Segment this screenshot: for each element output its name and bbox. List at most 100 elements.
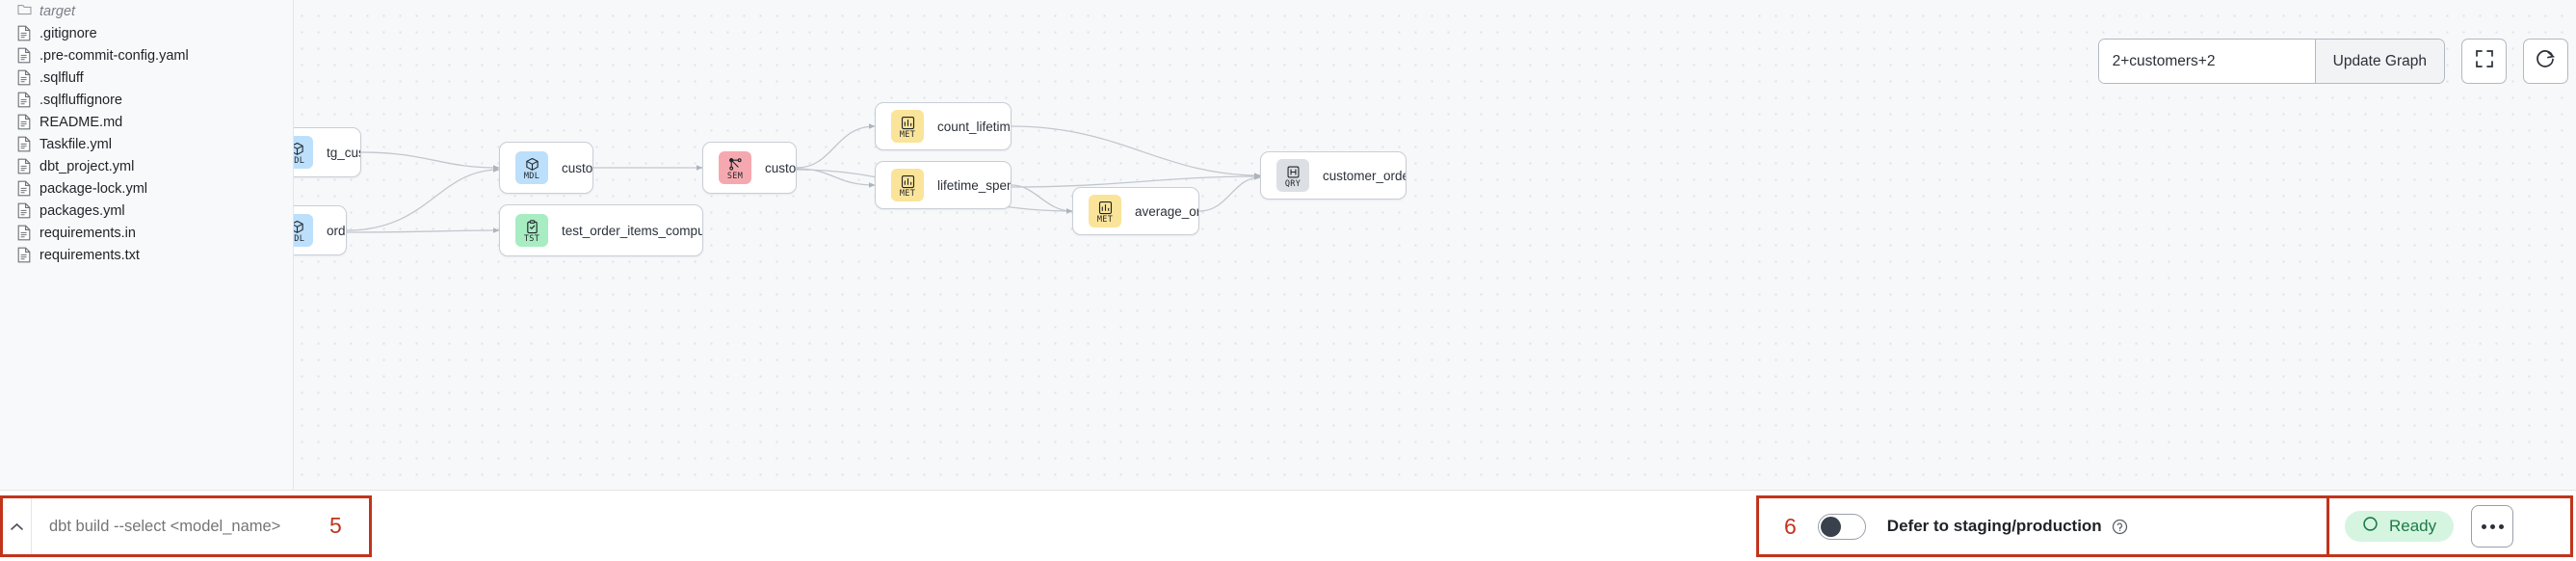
file-icon <box>17 25 31 41</box>
file-label: .sqlfluff <box>39 69 84 86</box>
file-label: .gitignore <box>39 25 97 41</box>
graph-node[interactable]: MDL tg_customers <box>294 127 361 177</box>
status-bar: 5 6 Defer to staging/production 7 <box>0 490 2576 561</box>
file-list: target .gitignore .pre-commit-config.yaml.… <box>0 0 293 266</box>
chart-icon: MET <box>891 110 924 143</box>
file-row[interactable]: target <box>0 0 293 22</box>
graph-selector-group: Update Graph <box>2097 39 2445 84</box>
file-label: package-lock.yml <box>39 180 148 197</box>
cube-icon: MDL <box>515 151 548 184</box>
graph-node-label: lifetime_spend_pretax <box>937 177 1011 193</box>
defer-label: Defer to staging/production <box>1887 517 2129 536</box>
graph-node-label: average_order_value <box>1135 203 1198 219</box>
update-graph-button[interactable]: Update Graph <box>2314 40 2444 83</box>
ready-status-group: Ready <box>2326 495 2573 557</box>
help-circle-icon[interactable] <box>2112 519 2128 535</box>
file-label: target <box>39 3 76 19</box>
file-icon <box>17 69 31 86</box>
defer-toggle-knob <box>1820 516 1841 537</box>
annotation-marker-5: 5 <box>329 513 342 538</box>
clipboard-icon: TST <box>515 214 548 247</box>
file-icon <box>17 247 31 263</box>
graph-node[interactable]: MET count_lifetime_orders <box>875 102 1012 150</box>
file-label: packages.yml <box>39 202 125 219</box>
fullscreen-button[interactable] <box>2461 39 2507 84</box>
graph-select-input[interactable] <box>2098 40 2315 83</box>
file-row[interactable]: .sqlfluff <box>0 67 293 89</box>
file-label: Taskfile.yml <box>39 136 112 152</box>
graph-node-label: customer_order_metrics <box>1323 168 1406 183</box>
ellipsis-icon <box>2481 523 2504 529</box>
node-type-label: MDL <box>294 155 305 166</box>
dbt-command-input[interactable] <box>32 498 369 554</box>
file-icon <box>17 136 31 152</box>
fullscreen-icon <box>2474 48 2495 74</box>
circle-icon <box>2362 516 2379 537</box>
file-row[interactable]: Taskfile.yml <box>0 133 293 155</box>
more-options-button[interactable] <box>2471 505 2514 548</box>
refresh-icon <box>2535 48 2557 75</box>
graph-toolbar: Update Graph <box>2097 39 2568 84</box>
file-row[interactable]: .gitignore <box>0 22 293 44</box>
node-type-label: MET <box>1096 214 1114 225</box>
defer-toggle[interactable] <box>1817 513 1866 540</box>
node-type-label: QRY <box>1284 178 1301 189</box>
node-type-label: MDL <box>523 171 540 181</box>
graph-node[interactable]: SEM customers <box>702 142 797 194</box>
graph-node[interactable]: MET average_order_value <box>1072 187 1199 235</box>
file-row[interactable]: .sqlfluffignore <box>0 89 293 111</box>
dbt-command-area[interactable] <box>0 495 372 557</box>
node-type-label: SEM <box>726 171 744 181</box>
file-row[interactable]: package-lock.yml <box>0 177 293 200</box>
defer-label-text: Defer to staging/production <box>1886 517 2102 535</box>
graph-node-label: customers <box>765 160 796 175</box>
chevron-up-icon[interactable] <box>3 498 32 554</box>
file-row[interactable]: README.md <box>0 111 293 133</box>
file-row[interactable]: .pre-commit-config.yaml <box>0 44 293 67</box>
file-label: requirements.txt <box>39 247 140 263</box>
file-label: .sqlfluffignore <box>39 92 122 108</box>
graph-node-label: customers <box>562 160 592 175</box>
node-type-label: MET <box>899 188 916 199</box>
chart-icon: MET <box>1089 195 1121 227</box>
file-icon <box>17 180 31 197</box>
status-badge[interactable]: Ready <box>2345 511 2455 542</box>
refresh-button[interactable] <box>2523 39 2568 84</box>
graph-node[interactable]: MDL customers <box>499 142 593 194</box>
graph-node[interactable]: TST test_order_items_compute_to_bools… <box>499 204 703 256</box>
graph-node-label: count_lifetime_orders <box>937 119 1011 134</box>
node-type-label: TST <box>523 233 540 244</box>
graph-node[interactable]: QRY customer_order_metrics <box>1260 151 1406 200</box>
folder-icon <box>17 3 32 19</box>
file-explorer-panel: target .gitignore .pre-commit-config.yaml.… <box>0 0 294 490</box>
lineage-graph-panel[interactable]: MDLtg_customersMDLordersMDLcustomersTSTt… <box>294 0 2576 490</box>
file-row[interactable]: requirements.in <box>0 222 293 244</box>
file-label: README.md <box>39 114 123 130</box>
annotation-marker-6: 6 <box>1784 513 1797 539</box>
graph-node-label: orders <box>327 223 346 238</box>
cube-icon: MDL <box>294 214 313 247</box>
node-type-label: MET <box>899 129 916 140</box>
graph-node[interactable]: MDL orders <box>294 205 347 255</box>
file-label: requirements.in <box>39 225 136 241</box>
file-row[interactable]: requirements.txt <box>0 244 293 266</box>
file-label: .pre-commit-config.yaml <box>39 47 189 64</box>
file-row[interactable]: dbt_project.yml <box>0 155 293 177</box>
defer-setting-group: 6 Defer to staging/production <box>1756 495 2330 557</box>
node-type-label: MDL <box>294 233 305 244</box>
file-icon <box>17 92 31 108</box>
cube-icon: MDL <box>294 136 313 169</box>
graph-node-label: tg_customers <box>327 145 360 160</box>
file-icon <box>17 202 31 219</box>
file-icon <box>17 114 31 130</box>
semantic-icon: SEM <box>719 151 751 184</box>
file-icon <box>17 225 31 241</box>
query-icon: QRY <box>1276 159 1309 192</box>
graph-node[interactable]: MET lifetime_spend_pretax <box>875 161 1012 209</box>
graph-node-label: test_order_items_compute_to_bools… <box>562 223 702 238</box>
status-badge-label: Ready <box>2389 517 2437 535</box>
file-label: dbt_project.yml <box>39 158 135 174</box>
file-icon <box>17 158 31 174</box>
file-row[interactable]: packages.yml <box>0 200 293 222</box>
